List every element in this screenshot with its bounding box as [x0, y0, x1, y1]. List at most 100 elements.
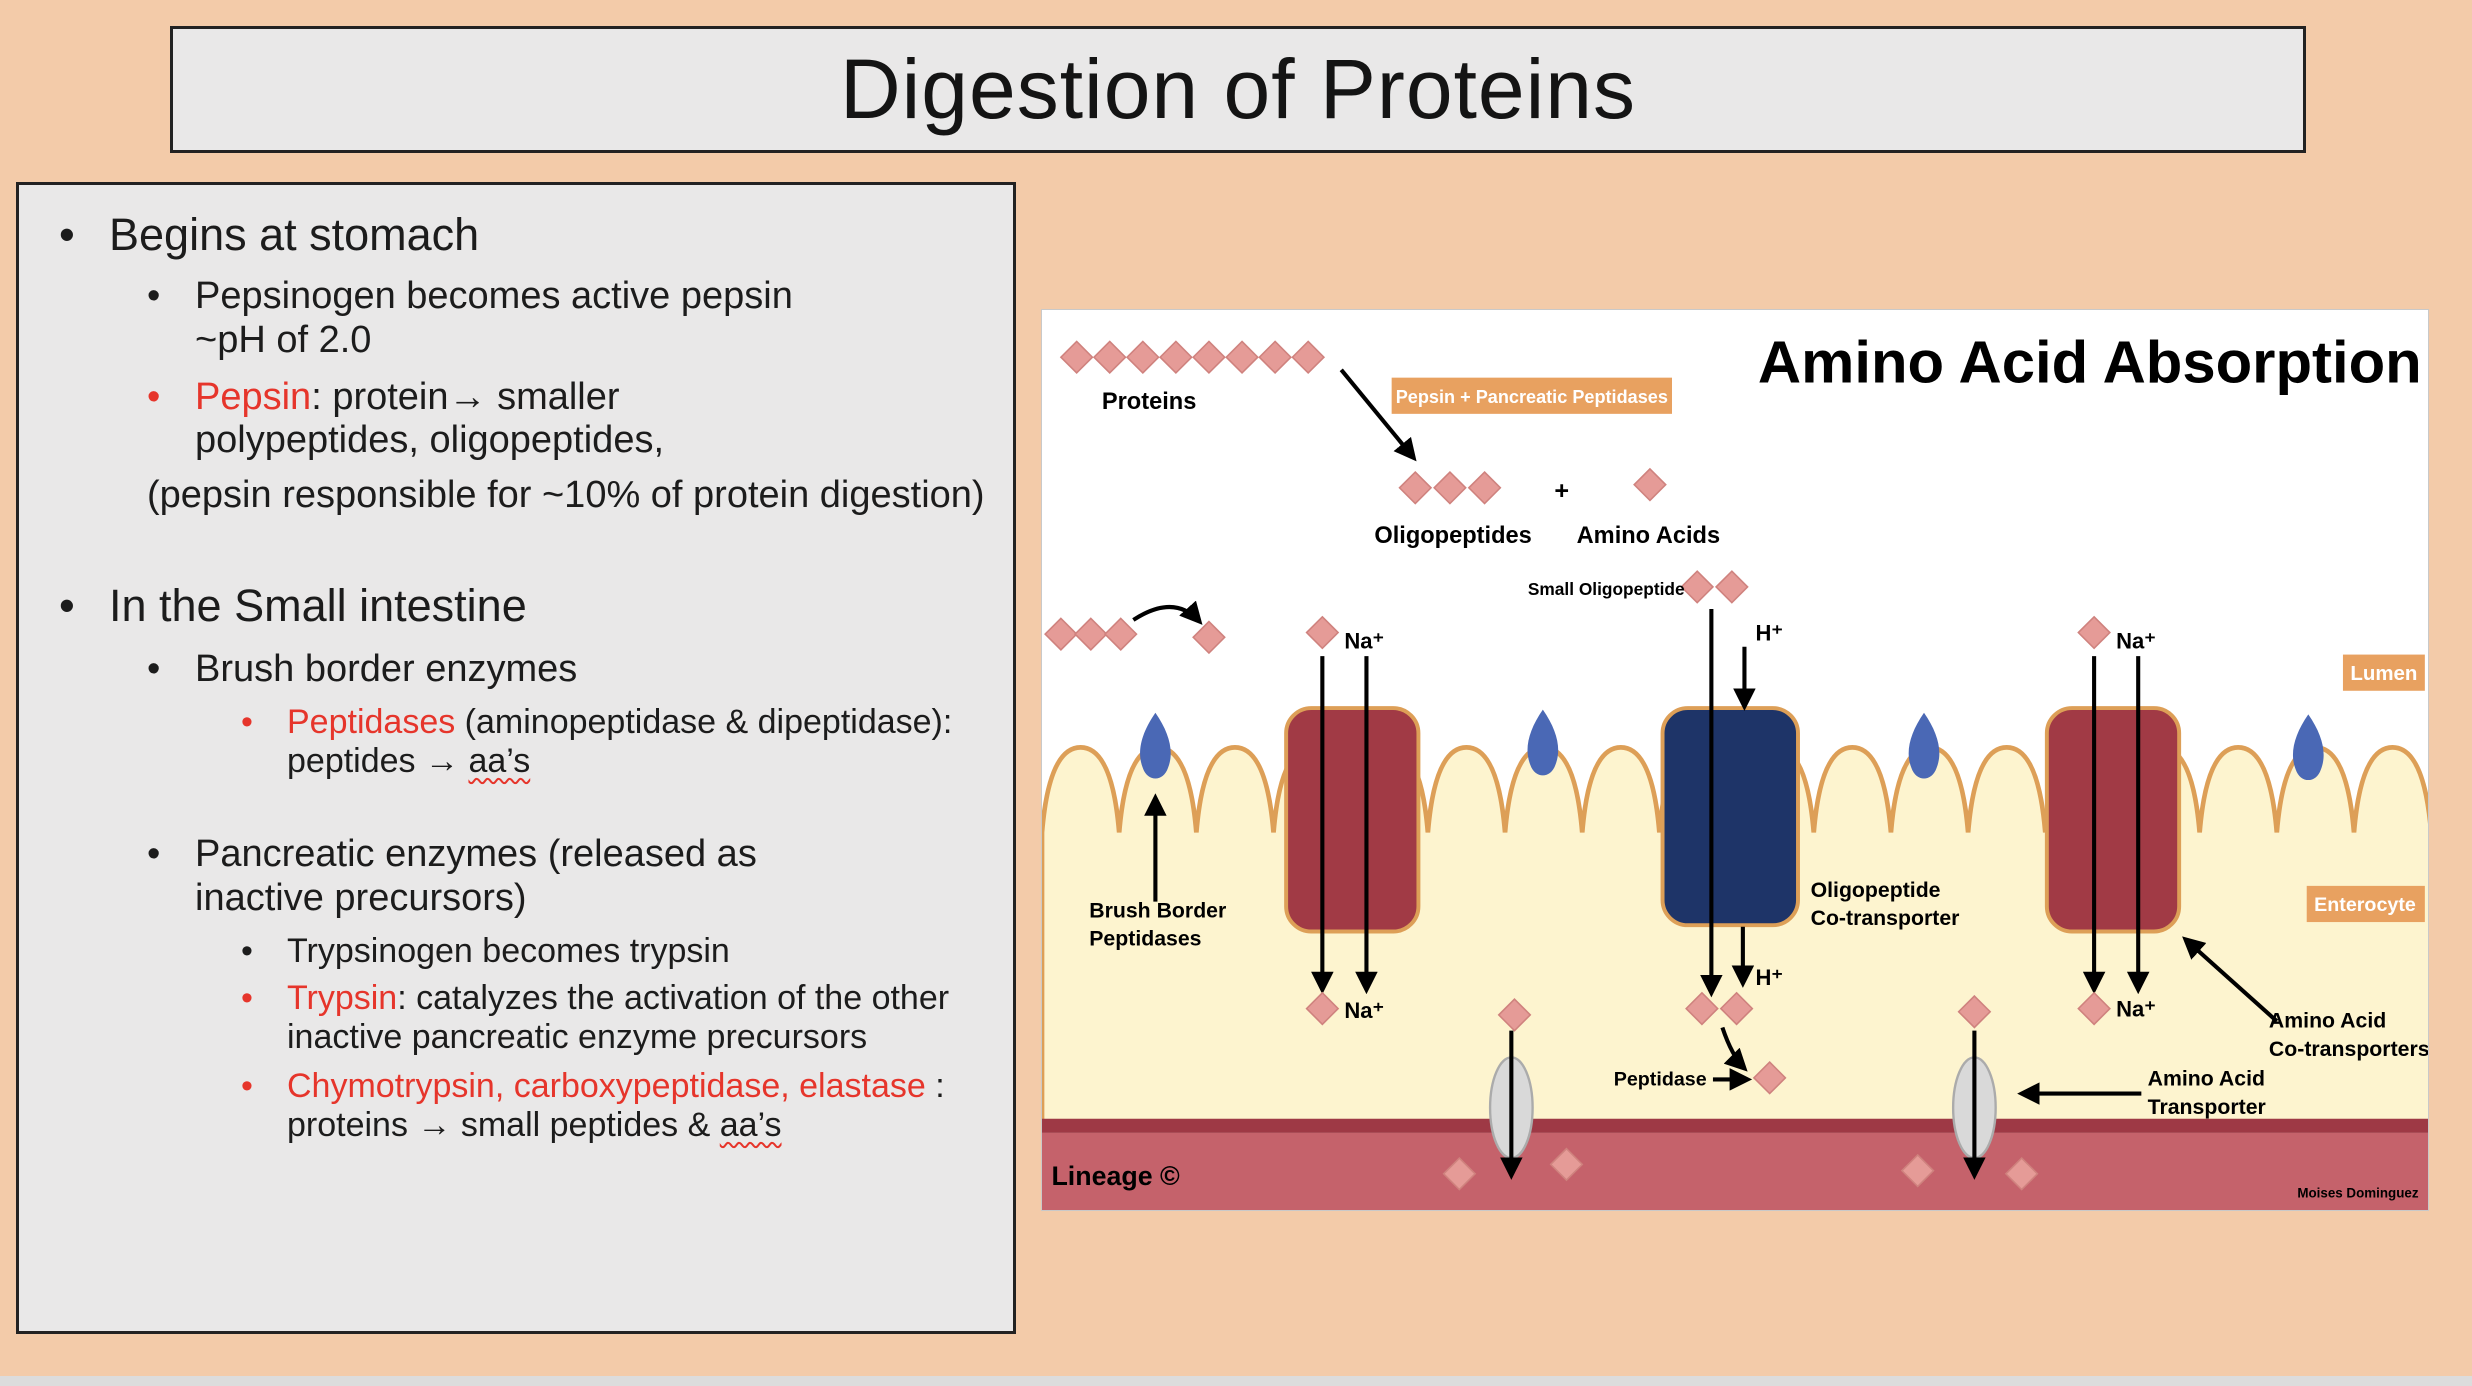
diamond-icon [1074, 617, 1108, 651]
diamond-icon [1433, 471, 1467, 505]
bullet-text: Pepsin: protein→ smaller polypeptides, o… [195, 376, 835, 463]
slide-title-box: Digestion of Proteins [170, 26, 2306, 153]
brush-border-label-line1: Brush Border [1089, 898, 1226, 922]
enterocyte-label: Enterocyte [2314, 894, 2416, 916]
credit-text: Moises Dominguez [2297, 1185, 2419, 1200]
bullet-marker: • [147, 833, 161, 876]
pepsin-note: (pepsin responsible for ~10% of protein … [147, 474, 985, 517]
diamond-icon [1044, 617, 1078, 651]
bullet-text: Peptidases (aminopeptidase & dipeptidase… [287, 703, 977, 781]
diamond-icon [1633, 468, 1667, 502]
h-label-top: H⁺ [1755, 620, 1783, 645]
term-peptidases: Peptidases [287, 703, 456, 742]
bullet-pepsin: • Pepsin: protein→ smaller polypeptides,… [19, 376, 1005, 463]
oligopeptides-label: Oligopeptides [1374, 523, 1531, 549]
chymo-aas: aa’s [719, 1106, 782, 1145]
bullet-marker: • [147, 275, 161, 318]
bullet-text: Chymotrypsin, carboxypeptidase, elastase… [287, 1067, 977, 1145]
bullet-marker: • [241, 1067, 253, 1106]
diamond-icon [1093, 340, 1127, 374]
bullet-text: Begins at stomach [109, 209, 480, 260]
bullet-text: Trypsinogen becomes trypsin [287, 932, 730, 971]
na-amino-acid-cotransporter-left [1284, 706, 1421, 934]
bullet-text: Brush border enzymes [195, 647, 578, 690]
aa-cotransporters-pointer-arrow [2182, 936, 2279, 1023]
oligopeptide-cotransporter-label-line2: Co-transporter [1811, 906, 1960, 930]
proteins-digestion-arrow [1339, 368, 1417, 462]
pepsin-peptidases-label-box [1391, 377, 1672, 414]
diamond-icon [1225, 340, 1259, 374]
diamond-icon [1680, 570, 1714, 604]
blood-band [1042, 1132, 2428, 1210]
brush-border-enzymes [1140, 709, 2324, 781]
h-label-bottom: H⁺ [1755, 965, 1783, 990]
aa-cotransporters-label-line2: Co-transporters [2269, 1037, 2428, 1061]
chymo-mid: : proteins → small peptides & [287, 1067, 945, 1145]
bullet-text: Pepsinogen becomes active pepsin ~pH of … [195, 275, 793, 361]
peptidases-aas: aa’s [468, 742, 531, 781]
bullet-marker: • [59, 579, 75, 631]
diamond-icon [1126, 340, 1160, 374]
pepsin-peptidases-label: Pepsin + Pancreatic Peptidases [1396, 387, 1668, 407]
diamond-icon [1104, 617, 1138, 651]
lumen-label-box [2342, 654, 2425, 691]
aa-transporter-label-line1: Amino Acid [2148, 1067, 2265, 1091]
bullet-small-intestine: • In the Small intestine [19, 580, 1005, 632]
lineage-watermark: Lineage © [1051, 1161, 1180, 1191]
bullet-trypsinogen: • Trypsinogen becomes trypsin [19, 932, 1005, 971]
diamond-icon [1159, 340, 1193, 374]
brush-border-label-line2: Peptidases [1089, 927, 1201, 951]
slide-title: Digestion of Proteins [839, 42, 1637, 136]
enzyme-flame-icon [1527, 709, 1559, 776]
bullet-text: In the Small intestine [109, 579, 527, 631]
diagram-svg: Pepsin + Pancreatic Peptidases Lumen Ent… [1042, 328, 2428, 1210]
peptide-to-peptidase-arrow [1720, 1026, 1748, 1072]
lumen-label: Lumen [2350, 662, 2417, 685]
bullet-brush-border: • Brush border enzymes [19, 648, 1005, 691]
diamond-icon [1291, 340, 1325, 374]
screen-bottom-edge [0, 1376, 2472, 1386]
enzyme-flame-icon [1908, 712, 1940, 779]
flow-arrows [1132, 368, 2279, 1180]
diamond-icon [1060, 340, 1094, 374]
bullet-peptidases: • Peptidases (aminopeptidase & dipeptida… [19, 703, 1005, 781]
enzyme-flame-icon [1140, 712, 1171, 779]
bullet-text: Pancreatic enzymes (released as inactive… [195, 833, 757, 919]
bullet-begins-stomach: • Begins at stomach [19, 209, 1005, 261]
peptidases-mid: (aminopeptidase & dipeptidase): peptides… [287, 703, 953, 781]
bullet-chymotrypsin: • Chymotrypsin, carboxypeptidase, elasta… [19, 1067, 1005, 1145]
bullet-marker: • [241, 932, 253, 971]
diamond-icon [1192, 620, 1226, 654]
term-pepsin: Pepsin [195, 375, 312, 418]
term-trypsin: Trypsin [287, 979, 398, 1018]
na-label-bottom-left: Na⁺ [1344, 998, 1384, 1023]
amino-acids-label: Amino Acids [1577, 523, 1720, 549]
enzyme-flame-icon [2292, 714, 2324, 781]
bullet-marker: • [147, 647, 161, 690]
trypsin-rest: : catalyzes the activation of the other … [287, 979, 950, 1057]
na-label-top-right: Na⁺ [2116, 628, 2156, 653]
peptidase-label: Peptidase [1614, 1069, 1707, 1091]
aa-transporter-label-line2: Transporter [2148, 1095, 2266, 1119]
bullet-marker: • [147, 375, 161, 418]
na-label-bottom-right: Na⁺ [2116, 996, 2156, 1021]
diamond-icon [1258, 340, 1292, 374]
bullet-pancreatic: • Pancreatic enzymes (released as inacti… [19, 833, 1005, 920]
amino-acid-absorption-diagram: Pepsin + Pancreatic Peptidases Lumen Ent… [1041, 309, 2429, 1211]
diamond-icon [1468, 471, 1502, 505]
na-label-top-left: Na⁺ [1344, 628, 1384, 653]
oligopeptide-cotransporter [1660, 706, 1800, 928]
enterocyte-label-box [2306, 885, 2425, 923]
term-chymotrypsin: Chymotrypsin, carboxypeptidase, elastase [287, 1067, 926, 1106]
diamond-icon [1305, 616, 1339, 650]
plus-sign: + [1554, 477, 1569, 505]
bullet-marker: • [59, 209, 75, 260]
bullet-marker: • [241, 703, 253, 742]
basal-membrane-line [1042, 1118, 2428, 1133]
bullet-pepsinogen: • Pepsinogen becomes active pepsin ~pH o… [19, 275, 1005, 362]
diamond-icon [2077, 616, 2111, 650]
proteins-label: Proteins [1102, 389, 1197, 415]
diagram-title: Amino Acid Absorption [1758, 328, 2422, 395]
notes-panel: • Begins at stomach • Pepsinogen becomes… [16, 182, 1016, 1334]
bullet-text: Trypsin: catalyzes the activation of the… [287, 979, 977, 1057]
